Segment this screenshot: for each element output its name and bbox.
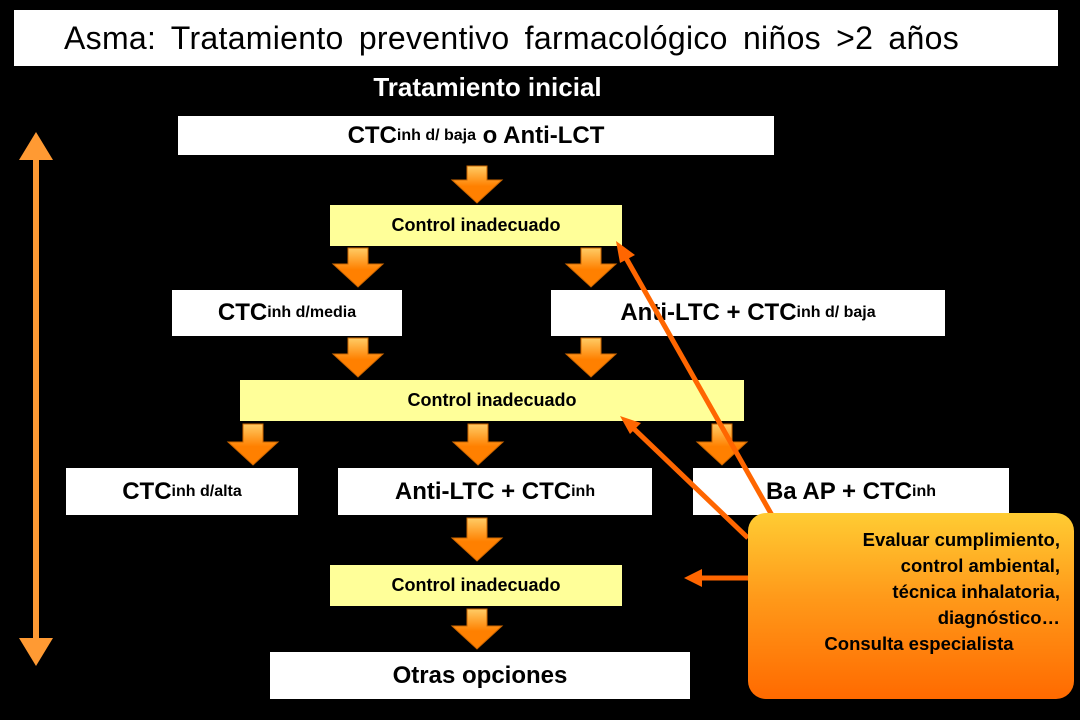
step3-left-main: CTC: [122, 477, 172, 505]
note-line-2: control ambiental,: [900, 555, 1060, 576]
recommendation-note: Evaluar cumplimiento, control ambiental,…: [748, 513, 1074, 699]
step3-mid-main: Anti-LTC + CTC: [394, 477, 572, 505]
control-label-1: Control inadecuado: [391, 215, 561, 235]
flow-arrow-6: [226, 423, 280, 466]
control-label-3: Control inadecuado: [391, 575, 561, 595]
step3-right-sub: inh: [912, 482, 937, 500]
control-box-3: Control inadecuado: [330, 565, 622, 606]
pointer-arrow-to-control-2: [620, 416, 750, 540]
step3-mid-sub: inh: [571, 482, 596, 500]
flow-arrow-1: [450, 165, 504, 204]
flow-arrow-7: [451, 423, 505, 466]
title-bar: Asma: Tratamiento preventivo farmacológi…: [14, 10, 1058, 66]
flow-arrow-2: [331, 247, 385, 288]
control-box-2: Control inadecuado: [240, 380, 744, 421]
flow-arrow-5: [564, 337, 618, 378]
step1-main: CTC: [347, 121, 397, 149]
step1-rest: o Anti-LCT: [476, 121, 605, 149]
control-label-2: Control inadecuado: [407, 390, 577, 410]
vertical-double-arrow: [19, 132, 53, 666]
pointer-arrow-to-control-1: [616, 241, 789, 542]
flow-arrow-4: [331, 337, 385, 378]
control-box-1: Control inadecuado: [330, 205, 622, 246]
step2-left-main: CTC: [217, 299, 268, 326]
final-box: Otras opciones: [270, 652, 690, 699]
section-title: Tratamiento inicial: [373, 72, 602, 102]
step2-right-sub: inh d/ baja: [796, 304, 876, 321]
step2-left-sub: inh d/media: [267, 304, 357, 321]
pointer-arrow-to-control-3: [684, 569, 748, 587]
note-line-4: diagnóstico…: [937, 607, 1060, 628]
flow-arrow-10: [450, 608, 504, 650]
note-line-1: Evaluar cumplimiento,: [862, 529, 1060, 550]
flow-arrow-3: [564, 247, 618, 288]
step3-left-sub: inh d/alta: [171, 482, 242, 500]
slide-title: Asma: Tratamiento preventivo farmacológi…: [64, 19, 960, 56]
step3-right-main: Ba AP + CTC: [765, 477, 913, 505]
step1-sub: inh d/ baja: [396, 126, 477, 144]
note-line-3: técnica inhalatoria,: [892, 581, 1060, 602]
note-line-5: Consulta especialista: [824, 633, 1014, 654]
final-label: Otras opciones: [392, 661, 568, 689]
flow-arrow-9: [450, 517, 504, 562]
